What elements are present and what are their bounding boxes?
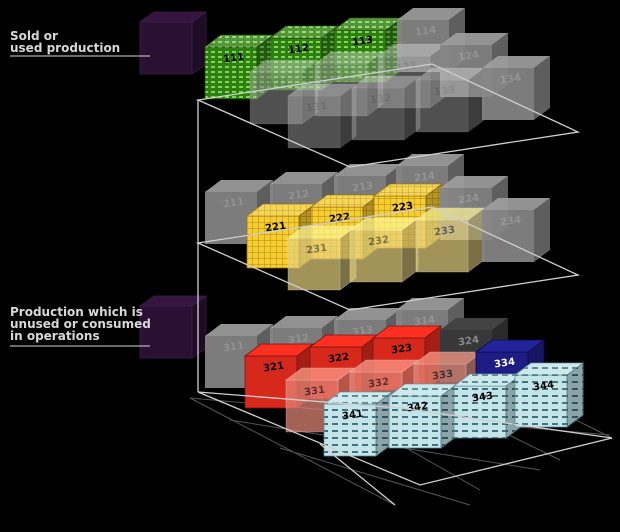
cube-132: 132 [350, 75, 422, 141]
cube-label-324: 324 [458, 335, 480, 349]
legend-sold-line-1: Sold or [10, 29, 58, 43]
cube-label-232: 232 [368, 235, 390, 249]
cube-111: 111 [203, 34, 275, 100]
cube-112: 112 [268, 25, 340, 91]
cube-343: 343 [452, 373, 524, 439]
floor-grid-line [189, 397, 396, 506]
cube-label-224: 224 [458, 193, 480, 207]
cube-label-113: 113 [352, 35, 374, 49]
cube-342: 342 [387, 383, 459, 449]
cube-label-312: 312 [288, 333, 310, 347]
cube-label-333: 333 [432, 369, 454, 383]
cube-234: 234 [482, 198, 550, 262]
cube-label-331: 331 [304, 385, 326, 399]
cube-232: 232 [348, 217, 420, 283]
cube-label-343: 343 [472, 391, 494, 405]
cube-label-332: 332 [368, 377, 390, 391]
cube-131: 131 [286, 83, 358, 149]
floor-grid-line [279, 447, 471, 506]
cube-label-323: 323 [391, 343, 413, 357]
cube-label-341: 341 [342, 409, 364, 423]
cube-label-213: 213 [352, 181, 374, 195]
cube-label-344: 344 [533, 380, 555, 394]
cube-344: 344 [513, 362, 585, 428]
cube-label-314: 314 [414, 315, 436, 329]
cube-label-221: 221 [265, 221, 287, 235]
cube-label-311: 311 [223, 341, 245, 355]
plane-layer-2 [195, 206, 581, 311]
cube-label-233: 233 [434, 225, 456, 239]
cube-133: 133 [414, 67, 486, 133]
cube-134: 134 [482, 56, 550, 120]
plane-layer-3-edge [319, 443, 396, 506]
legend-unused-line-2: unused or consumed [10, 317, 151, 331]
cube-label-334: 334 [494, 357, 516, 371]
cube-233: 233 [414, 207, 486, 273]
cube-label-322: 322 [328, 352, 350, 366]
cube-label-133: 133 [434, 85, 456, 99]
cube-label-131: 131 [306, 101, 328, 115]
cube-121: 121 [248, 59, 320, 125]
legend-sold-line-2: used production [10, 41, 121, 55]
cube-label-234: 234 [500, 215, 522, 229]
legend-unused-line-3: in operations [10, 329, 100, 343]
cube-label-211: 211 [223, 197, 245, 211]
cube-label-112: 112 [288, 43, 310, 57]
cube-label-321: 321 [263, 361, 285, 375]
plane-layer-3 [197, 391, 613, 486]
legend-unused-line-1: Production which is [10, 305, 143, 319]
cube-label-214: 214 [414, 171, 436, 185]
cube-label-134: 134 [500, 73, 522, 87]
cube-label-231: 231 [306, 243, 328, 257]
plane-layer-1 [195, 63, 581, 168]
cube-label-114: 114 [415, 25, 437, 39]
cube-231: 231 [286, 225, 358, 291]
cube-label-124: 124 [458, 50, 480, 64]
cube-label-212: 212 [288, 189, 310, 203]
cube-341: 341 [322, 391, 394, 457]
legend-sold-label: Sold or used production [10, 30, 120, 54]
legend-unused-cube [138, 295, 208, 359]
cube-label-132: 132 [370, 93, 392, 107]
cube-label-111: 111 [223, 52, 245, 66]
legend-unused-label: Production which is unused or consumed i… [10, 306, 151, 342]
legend-sold-cube [138, 11, 208, 75]
